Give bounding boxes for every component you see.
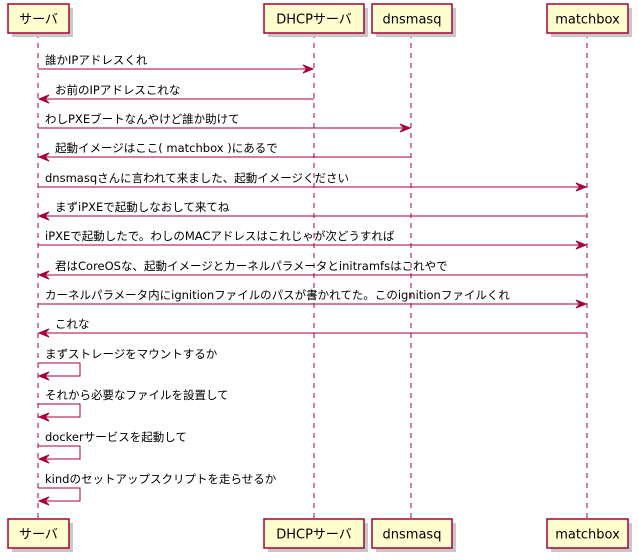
message: 起動イメージはここ( matchbox )にあるで	[37, 141, 411, 162]
participant-label: dnsmasq	[383, 13, 442, 28]
participant-box	[546, 518, 629, 549]
message: カーネルパラメータ内にignitionファイルのパスが書かれてた。このignit…	[38, 288, 588, 309]
message: それから必要なファイルを設置して	[37, 388, 229, 422]
message: 君はCoreOSな、起動イメージとカーネルパラメータとinitramfsはこれや…	[37, 259, 587, 280]
self-message-line	[38, 445, 81, 460]
message: dnsmasqさんに言われて来ました、起動イメージください	[38, 171, 588, 192]
arrowhead-icon	[37, 270, 50, 280]
participant-box	[7, 3, 70, 34]
message: kindのセットアップスクリプトを走らせるか	[37, 472, 277, 506]
message-label: kindのセットアップスクリプトを走らせるか	[45, 472, 277, 486]
participant-label: DHCPサーバ	[276, 528, 352, 543]
arrowhead-icon	[399, 123, 412, 133]
participant-label: サーバ	[19, 13, 58, 28]
message-label: dnsmasqさんに言われて来ました、起動イメージください	[45, 171, 349, 185]
arrowhead-icon	[575, 182, 588, 192]
message-label: まずストレージをマウントするか	[45, 347, 218, 361]
participant-box	[546, 3, 629, 34]
arrowhead-icon	[37, 94, 50, 104]
message-label: これな	[55, 317, 90, 331]
message-label: 誰かIPアドレスくれ	[45, 53, 148, 67]
arrowhead-icon	[37, 152, 50, 162]
participant-dhcp-bottom: DHCPサーバ	[263, 518, 368, 552]
message-label: iPXEで起動したで。わしのMACアドレスはこれじゃが次どうすれば	[45, 229, 395, 243]
arrowhead-icon	[575, 299, 588, 309]
arrowhead-icon	[575, 240, 588, 250]
participant-box	[263, 3, 365, 34]
participant-label: DHCPサーバ	[276, 13, 352, 28]
arrowhead-icon	[37, 328, 50, 338]
participant-box	[371, 518, 453, 549]
participant-label: dnsmasq	[383, 528, 442, 543]
message: まずiPXEで起動しなおして来てね	[37, 200, 587, 221]
participant-box	[7, 518, 70, 549]
participant-box	[263, 518, 365, 549]
message-label: カーネルパラメータ内にignitionファイルのパスが書かれてた。このignit…	[45, 288, 510, 302]
arrowhead-icon	[37, 211, 50, 221]
message: dockerサービスを起動して	[37, 430, 187, 464]
message: わしPXEブートなんやけど誰か助けて	[38, 112, 412, 133]
participant-box	[371, 3, 453, 34]
participant-label: matchbox	[555, 528, 620, 543]
message: これな	[37, 317, 587, 338]
self-message-line	[38, 362, 81, 377]
message-label: まずiPXEで起動しなおして来てね	[55, 200, 230, 214]
arrowhead-icon	[302, 64, 315, 74]
message: iPXEで起動したで。わしのMACアドレスはこれじゃが次どうすれば	[38, 229, 588, 250]
arrowhead-icon	[37, 371, 50, 381]
participant-matchbox-bottom: matchbox	[546, 518, 632, 552]
message: まずストレージをマウントするか	[37, 347, 218, 381]
message-label: お前のIPアドレスこれな	[55, 83, 180, 97]
message-label: 君はCoreOSな、起動イメージとカーネルパラメータとinitramfsはこれや…	[55, 259, 448, 273]
participant-dhcp-top: DHCPサーバ	[263, 3, 368, 37]
participant-matchbox-top: matchbox	[546, 3, 632, 37]
self-message-line	[38, 487, 81, 502]
participant-server-top: サーバ	[7, 3, 73, 37]
participant-dnsmasq-top: dnsmasq	[371, 3, 456, 37]
participant-label: サーバ	[19, 528, 58, 543]
message-label: dockerサービスを起動して	[45, 430, 187, 444]
arrowhead-icon	[37, 454, 50, 464]
participant-dnsmasq-bottom: dnsmasq	[371, 518, 456, 552]
message: 誰かIPアドレスくれ	[38, 53, 315, 74]
message-label: それから必要なファイルを設置して	[45, 388, 229, 402]
message: お前のIPアドレスこれな	[37, 83, 314, 104]
message-label: わしPXEブートなんやけど誰か助けて	[45, 112, 240, 126]
self-message-line	[38, 403, 81, 418]
participant-label: matchbox	[555, 13, 620, 28]
arrowhead-icon	[37, 412, 50, 422]
arrowhead-icon	[37, 496, 50, 506]
message-label: 起動イメージはここ( matchbox )にあるで	[55, 141, 278, 155]
participant-server-bottom: サーバ	[7, 518, 73, 552]
